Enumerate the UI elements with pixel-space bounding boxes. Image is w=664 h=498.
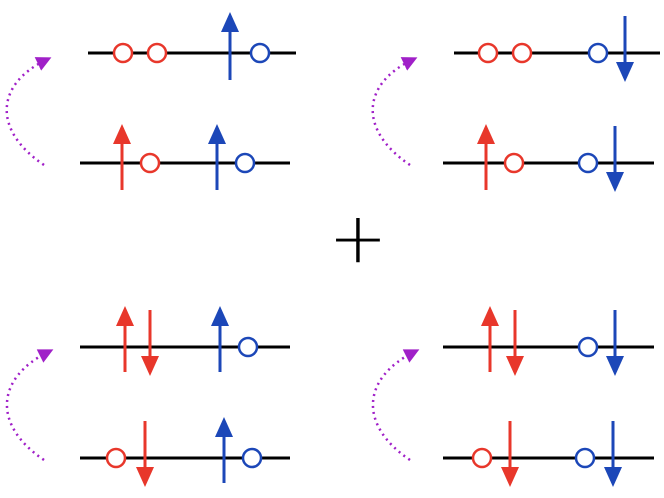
up-arrow-icon xyxy=(477,124,495,190)
empty-orbital-icon xyxy=(477,42,499,64)
up-arrow-icon xyxy=(116,306,134,372)
empty-orbital-icon xyxy=(587,42,609,64)
down-arrow-icon xyxy=(604,421,622,487)
empty-orbital-icon xyxy=(112,42,134,64)
down-arrow-icon xyxy=(616,16,634,82)
up-arrow-icon xyxy=(113,124,131,190)
panel-top-right xyxy=(371,16,660,192)
dotted-curved-arrow-icon xyxy=(5,349,54,462)
up-arrow-icon xyxy=(215,417,233,483)
empty-orbital-icon xyxy=(237,336,259,358)
empty-orbital-icon xyxy=(577,152,599,174)
empty-orbital-icon xyxy=(503,152,525,174)
empty-orbital-icon xyxy=(146,42,168,64)
empty-orbital-icon xyxy=(511,42,533,64)
down-arrow-icon xyxy=(506,310,524,376)
dotted-curved-arrow-icon xyxy=(5,57,52,167)
dotted-curved-arrow-icon xyxy=(371,349,420,462)
empty-orbital-icon xyxy=(139,152,161,174)
empty-orbital-icon xyxy=(577,336,599,358)
plus-sign: + xyxy=(329,197,388,279)
up-arrow-icon xyxy=(221,12,239,80)
down-arrow-icon xyxy=(606,310,624,376)
down-arrow-icon xyxy=(136,421,154,487)
down-arrow-icon xyxy=(501,421,519,487)
up-arrow-icon xyxy=(481,306,499,372)
up-arrow-icon xyxy=(211,306,229,372)
up-arrow-icon xyxy=(208,124,226,190)
empty-orbital-icon xyxy=(241,447,263,469)
empty-orbital-icon xyxy=(105,447,127,469)
empty-orbital-icon xyxy=(574,447,596,469)
down-arrow-icon xyxy=(606,126,624,192)
panel-bottom-right xyxy=(371,306,654,487)
empty-orbital-icon xyxy=(234,152,256,174)
empty-orbital-icon xyxy=(249,42,271,64)
empty-orbital-icon xyxy=(471,447,493,469)
panel-top-left xyxy=(5,12,296,190)
panel-bottom-left xyxy=(5,306,290,487)
down-arrow-icon xyxy=(141,310,159,376)
dotted-curved-arrow-icon xyxy=(371,57,418,167)
